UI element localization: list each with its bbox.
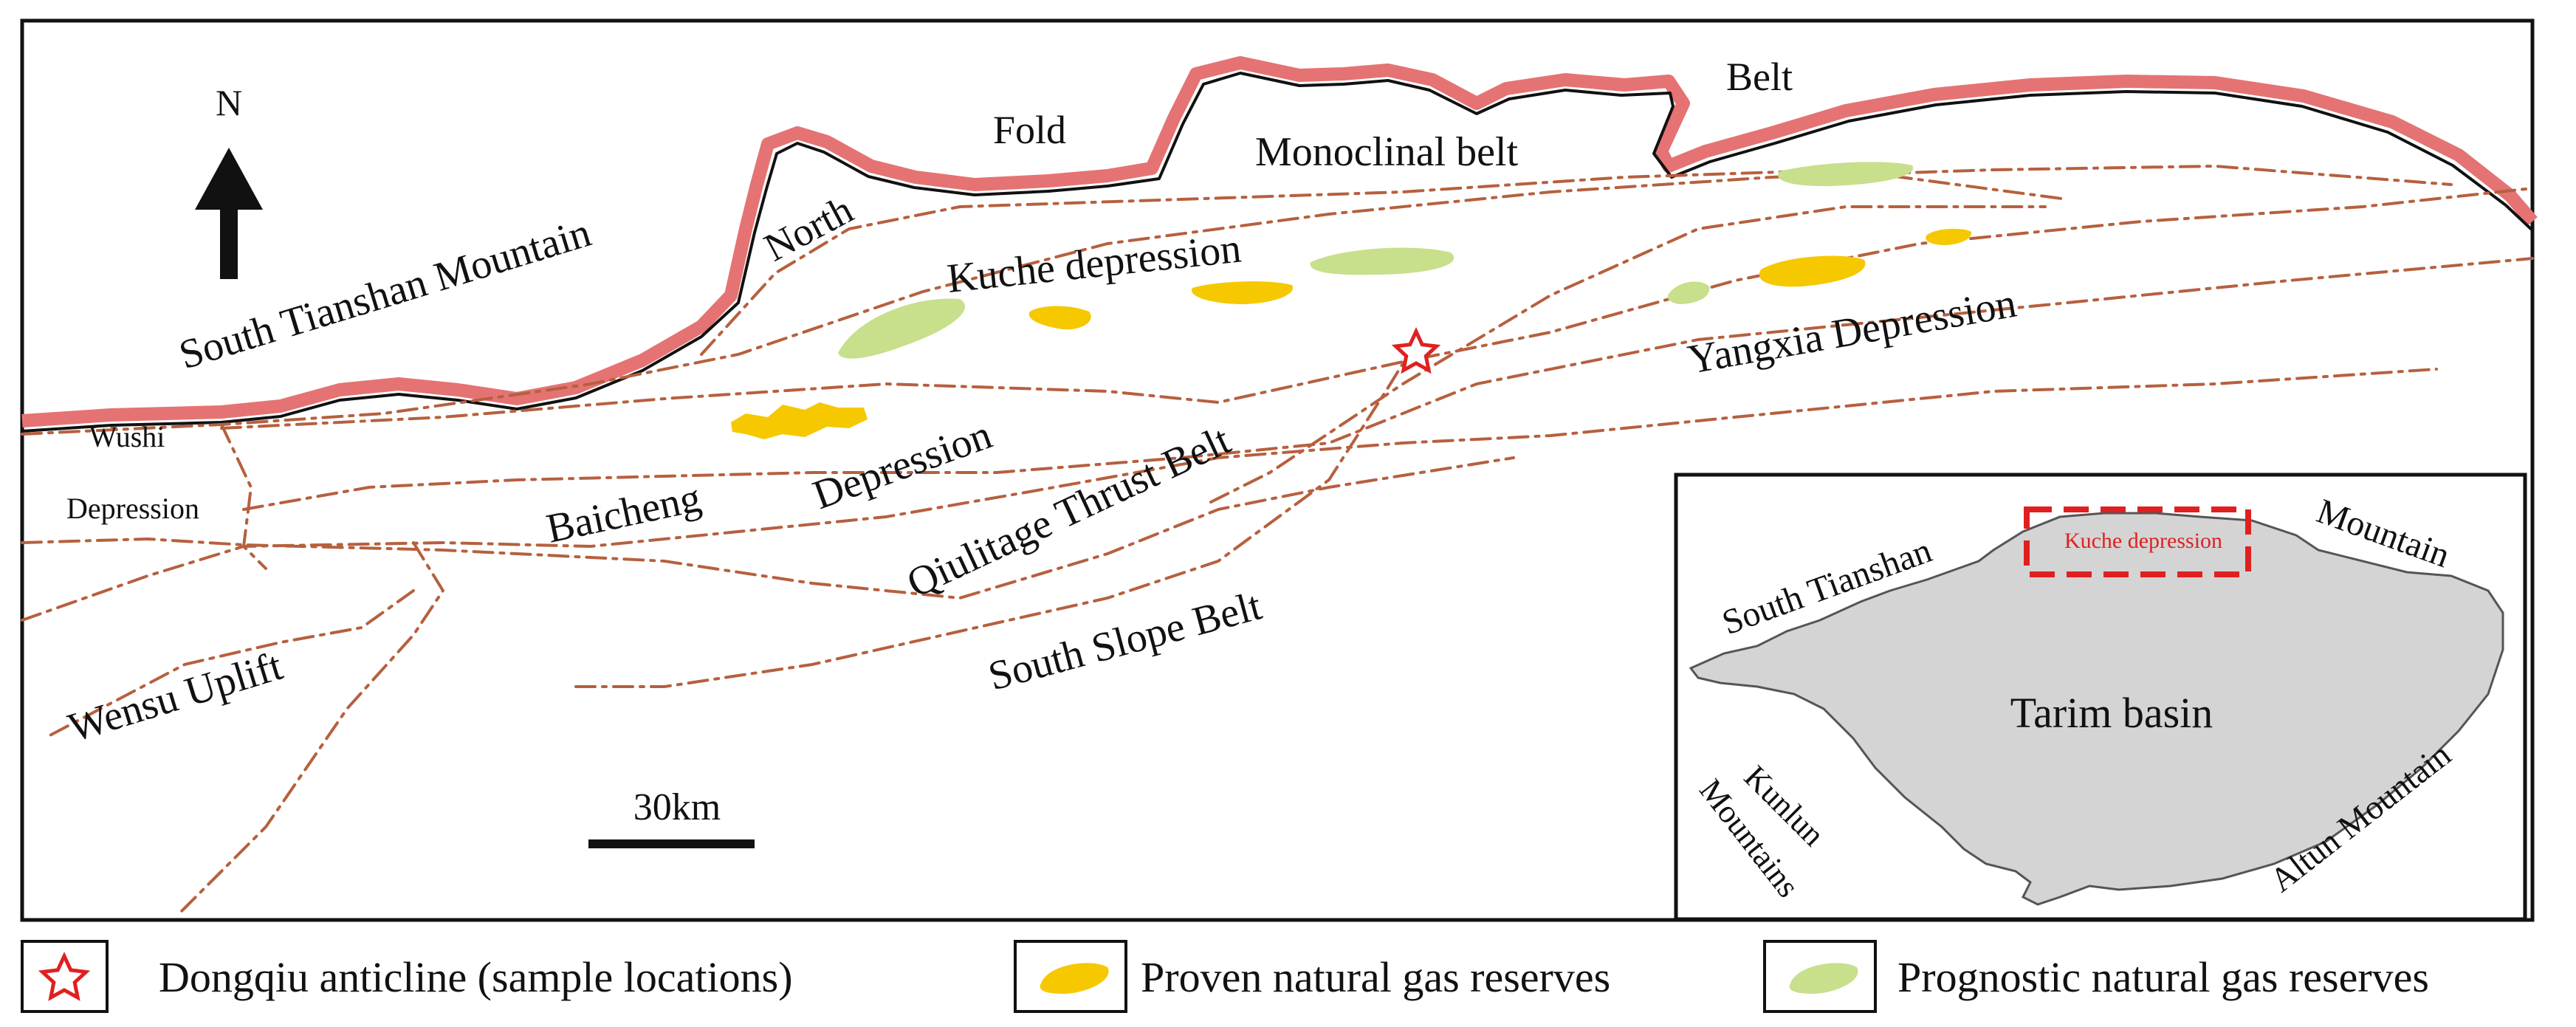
fault-line xyxy=(21,164,2453,436)
fault-line xyxy=(176,541,445,917)
belt-label-belt: Belt xyxy=(1726,55,1793,99)
fault-line xyxy=(1209,205,2047,504)
north-label: N xyxy=(216,82,242,123)
legend-prognostic-box xyxy=(1763,940,1877,1013)
fault-line xyxy=(21,456,1515,600)
proven-gas-polygon xyxy=(1192,281,1294,304)
belt-label-fold: Fold xyxy=(993,108,1066,152)
prognostic-gas-polygon xyxy=(1310,247,1454,275)
north-arrow-icon xyxy=(195,148,263,279)
mountain-front-outline xyxy=(21,72,2534,433)
proven-gas-polygon xyxy=(1926,228,1972,245)
prognostic-gas-polygon xyxy=(1667,281,1710,304)
kuche-depression-box xyxy=(2024,506,2251,577)
monoclinal-belt-label: Monoclinal belt xyxy=(1255,129,1519,175)
proven-gas-polygon xyxy=(1759,255,1866,287)
legend-proven-swatch xyxy=(1040,963,1109,994)
prognostic-gas-polygon xyxy=(1778,162,1914,187)
legend-prognostic-label: Prognostic natural gas reserves xyxy=(1897,953,2429,1001)
legend-star-icon xyxy=(38,952,91,1001)
fault-line xyxy=(700,168,2069,356)
legend-star-label: Dongqiu anticline (sample locations) xyxy=(159,953,793,1001)
prognostic-gas-polygon xyxy=(838,298,966,359)
proven-gas-polygon xyxy=(1028,306,1091,330)
fault-line xyxy=(21,368,2438,622)
fault-line xyxy=(43,589,415,740)
legend-proven-box xyxy=(1014,940,1127,1013)
proven-gas-polygon xyxy=(731,402,868,439)
fault-line xyxy=(220,423,267,570)
dongqiu-star-icon xyxy=(1391,327,1441,374)
scale-bar xyxy=(588,839,755,848)
legend-proven-label: Proven natural gas reserves xyxy=(1141,953,1610,1001)
scale-bar-label: 30km xyxy=(633,786,721,828)
wushi-depression-label-2: Depression xyxy=(66,492,199,525)
inset-kuche-label: Kuche depression xyxy=(2064,529,2222,553)
inset-tarim-basin-label: Tarim basin xyxy=(2010,689,2213,737)
fault-line xyxy=(574,338,1419,688)
legend-prognostic-swatch xyxy=(1789,963,1858,994)
tarim-basin-shape xyxy=(1689,512,2504,906)
wushi-depression-label-1: Wushi xyxy=(89,420,165,453)
fault-line xyxy=(242,257,2534,511)
